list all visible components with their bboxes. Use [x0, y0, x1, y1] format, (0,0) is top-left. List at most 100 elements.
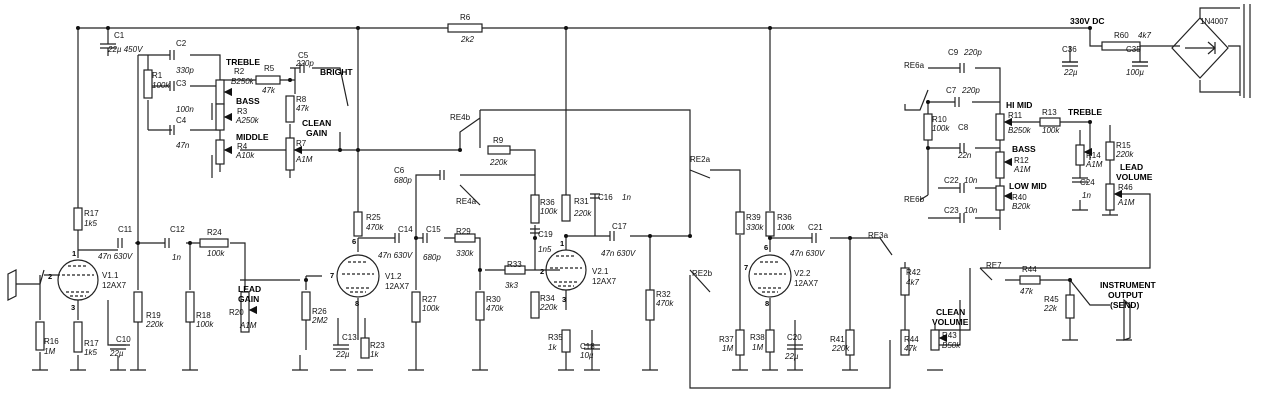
pot-r11	[995, 113, 1005, 141]
res-r28-ref: R30	[486, 295, 501, 304]
ground-marks	[32, 61, 1148, 371]
tube-v22-type: 12AX7	[794, 279, 819, 288]
res-r24-ref: R25	[366, 213, 381, 222]
resistor-r22	[199, 238, 229, 248]
clean-gain-label: CLEAN	[302, 118, 331, 128]
v22-pin8: 8	[765, 299, 769, 308]
cap-c18-val: 10µ	[580, 351, 594, 360]
resistor-r24	[353, 211, 363, 237]
v21-pin2: 2	[540, 267, 544, 276]
res-r1-ref: R1	[152, 71, 163, 80]
cap-c15-ref: C15	[426, 225, 441, 234]
pot-r11-ref: R11	[1008, 111, 1023, 120]
resistor-r16	[35, 321, 45, 351]
res-r23-ref: R23	[370, 341, 385, 350]
resistor-r39	[735, 211, 745, 235]
res-r31-val: 3k3	[505, 281, 518, 290]
pot-bodies	[215, 79, 1123, 351]
relay-re6b: RE6b	[904, 195, 925, 204]
cap-c23-val: 10n	[964, 206, 978, 215]
res-r35-ref: R38	[750, 333, 765, 342]
pot-r14-ctl: TREBLE	[1068, 107, 1102, 117]
cap-c3-ref: C3	[176, 79, 187, 88]
relay-re2a: RE2a	[690, 155, 711, 164]
resistor-r32	[530, 291, 540, 319]
resistor-r15	[1105, 141, 1115, 161]
output-label-3: (SEND)	[1110, 300, 1139, 310]
v22-pin7: 7	[744, 263, 748, 272]
res-r17-val: 1k5	[84, 348, 97, 357]
pot-r4-ref: R4	[237, 142, 248, 151]
res-r16-ref: R16	[44, 337, 59, 346]
res-r19-ref: R18	[196, 311, 211, 320]
res-r33-val: 1k	[548, 343, 557, 352]
res-r6-ref: R6	[460, 13, 471, 22]
res-r31-ref: R33	[507, 260, 522, 269]
relay-re4a: RE4a	[456, 197, 477, 206]
res-r37-ref: R37	[719, 335, 734, 344]
pot-r14-ref: R14	[1086, 151, 1101, 160]
cap-c24-val: 1n	[1082, 191, 1091, 200]
pot-r40	[995, 185, 1005, 211]
resistor-r42	[900, 329, 910, 356]
pot-r3	[215, 103, 225, 131]
v21-pin1: 1	[560, 239, 564, 248]
tube-v21-ref: V2.1	[592, 267, 609, 276]
tube-v2-2	[748, 254, 792, 298]
res-r60-val: 4k7	[1138, 31, 1151, 40]
resistor-r5	[255, 75, 281, 85]
cap-c19-ref: C19	[538, 230, 553, 239]
res-r13-ref: R13	[1042, 108, 1057, 117]
cap-c20-val: 22µ	[784, 352, 799, 361]
res-r6-val: 2k2	[460, 35, 474, 44]
cap-c1-val: 22µ 450V	[107, 45, 143, 54]
v21-pin3: 3	[562, 295, 566, 304]
resistor-r25	[301, 291, 311, 321]
res-r27-ref: R29	[456, 227, 471, 236]
res-r21-val: 220k	[145, 320, 164, 329]
bright-label: BRIGHT	[320, 67, 353, 77]
relay-re4b: RE4b	[450, 113, 471, 122]
v22-pin6: 6	[764, 243, 768, 252]
pot-r43	[930, 329, 940, 351]
cap-c18-ref: C18	[580, 342, 595, 351]
res-r45-val: 22k	[1043, 304, 1058, 313]
clean-volume-label: CLEAN	[936, 307, 965, 317]
resistor-r41	[900, 267, 910, 296]
tube-v12-type: 12AX7	[385, 282, 410, 291]
cap-c17-val: 47n 630V	[601, 249, 636, 258]
pot-r20-val: A1M	[239, 321, 257, 330]
res-r34-ref: R36	[540, 198, 555, 207]
cap-c7-val: 220p	[961, 86, 980, 95]
res-r42-ref: R44	[904, 335, 919, 344]
cap-c12-val: 1n	[172, 253, 181, 262]
res-r7-ref: R7	[296, 139, 307, 148]
res-r29-val: 220k	[573, 209, 592, 218]
res-r39-val: 330k	[746, 223, 764, 232]
pot-r3-ref: R3	[237, 107, 248, 116]
res-r41-ref: R42	[906, 268, 921, 277]
res-r36-val: 100k	[777, 223, 795, 232]
pot-r40-ref: R40	[1012, 193, 1027, 202]
pot-r2-ctl: TREBLE	[226, 57, 260, 67]
res-r25-ref: R26	[312, 307, 327, 316]
pot-r3-val: A250k	[235, 116, 260, 125]
res-r29-ref: R31	[574, 197, 589, 206]
output-label-2: OUTPUT	[1108, 290, 1144, 300]
relay-re3a: RE3a	[868, 231, 889, 240]
res-r19-val: 100k	[196, 320, 214, 329]
cap-c6-ref: C6	[394, 166, 405, 175]
cap-c11-val: 47n 630V	[98, 252, 133, 261]
clean-gain-label-2: GAIN	[306, 128, 327, 138]
cap-c8-val: 22n	[957, 151, 972, 160]
pot-r14	[1075, 144, 1085, 166]
pot-r2	[215, 79, 225, 105]
tube-v2-1	[545, 249, 587, 291]
v11-pin3: 3	[71, 303, 75, 312]
cap-c21-ref: C21	[808, 223, 823, 232]
tube-v11-type: 12AX7	[102, 281, 127, 290]
cap-c12-ref: C12	[170, 225, 185, 234]
res-r32-ref: R34	[540, 294, 555, 303]
resistor-r36	[765, 211, 775, 237]
cap-c7-ref: C7	[946, 86, 957, 95]
